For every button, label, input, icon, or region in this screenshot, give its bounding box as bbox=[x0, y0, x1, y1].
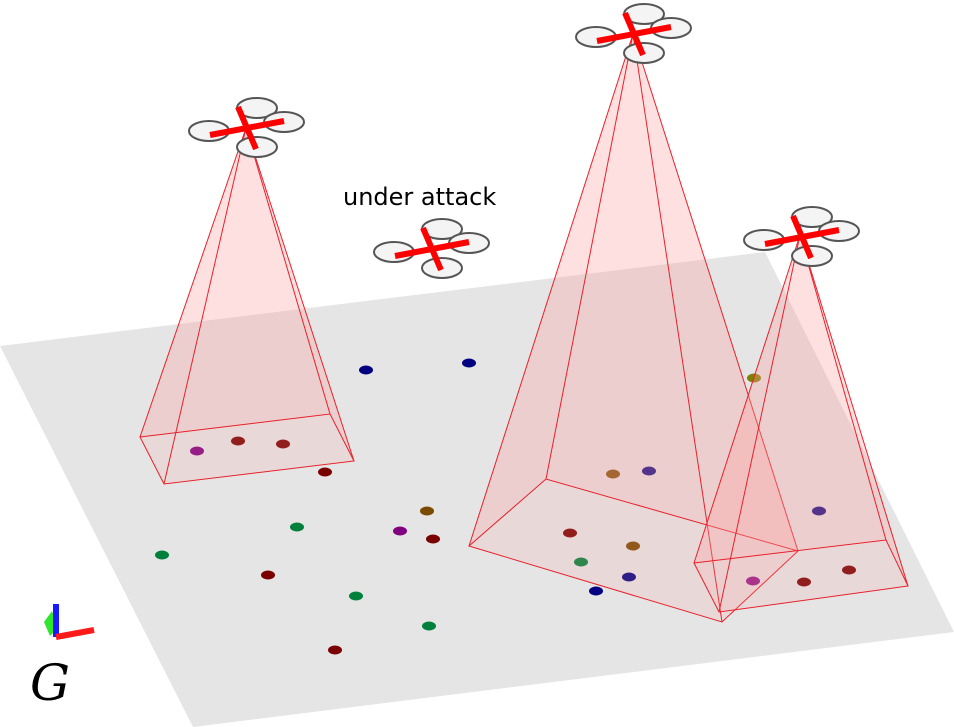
cone-edge bbox=[799, 234, 909, 587]
cone-edge bbox=[799, 234, 887, 541]
drone-arm bbox=[235, 105, 259, 151]
cone-face bbox=[140, 128, 246, 484]
cone-face bbox=[164, 128, 354, 484]
target-dot bbox=[190, 446, 204, 456]
cone-face bbox=[719, 235, 908, 612]
cone-face bbox=[469, 34, 722, 622]
cone-face bbox=[694, 235, 886, 563]
sensing-cone bbox=[467, 33, 799, 623]
x-axis-icon bbox=[55, 627, 95, 640]
drone-icon bbox=[575, 3, 692, 64]
target-dot bbox=[290, 522, 304, 532]
cone-edge bbox=[468, 33, 634, 547]
drone-arm bbox=[622, 11, 646, 57]
target-dot bbox=[349, 591, 363, 601]
cone-edge bbox=[632, 33, 799, 552]
cone-base bbox=[693, 539, 909, 613]
target-dot bbox=[797, 577, 811, 587]
cone-edge bbox=[545, 33, 634, 480]
target-dot bbox=[318, 467, 332, 477]
target-dot bbox=[812, 506, 826, 516]
targets-layer bbox=[155, 358, 856, 655]
cone-face bbox=[694, 235, 800, 612]
drone-icon bbox=[373, 218, 490, 279]
drone-icon bbox=[743, 206, 860, 267]
cone-edge bbox=[245, 127, 355, 462]
sensing-cone bbox=[139, 127, 355, 485]
drone-arm bbox=[420, 226, 444, 272]
ground-plane bbox=[0, 252, 954, 727]
cone-edge bbox=[693, 234, 801, 564]
target-dot bbox=[359, 365, 373, 375]
target-dot bbox=[328, 645, 342, 655]
cone-base bbox=[139, 413, 355, 485]
target-dot bbox=[589, 586, 603, 596]
cone-edge bbox=[139, 127, 247, 438]
cone-edge bbox=[245, 127, 331, 415]
sensing-cones-layer bbox=[139, 33, 909, 623]
target-dot bbox=[276, 439, 290, 449]
target-dot bbox=[746, 576, 760, 586]
target-dot bbox=[626, 541, 640, 551]
under-attack-label: under attack bbox=[343, 183, 496, 211]
target-dot bbox=[462, 358, 476, 368]
cone-face bbox=[140, 128, 330, 437]
target-dot bbox=[426, 534, 440, 544]
target-dot bbox=[574, 557, 588, 567]
cone-edge bbox=[163, 127, 247, 485]
target-dot bbox=[563, 528, 577, 538]
target-dot bbox=[842, 565, 856, 575]
target-dot bbox=[155, 550, 169, 560]
target-dot bbox=[622, 572, 636, 582]
cone-edge bbox=[718, 234, 801, 613]
target-dot bbox=[393, 526, 407, 536]
target-dot bbox=[231, 436, 245, 446]
reference-frame-axes bbox=[44, 604, 95, 640]
target-dot bbox=[420, 506, 434, 516]
target-dot bbox=[422, 621, 436, 631]
sensing-cone bbox=[693, 234, 909, 613]
target-dot bbox=[642, 466, 656, 476]
frame-label: G bbox=[30, 654, 70, 712]
drones-layer bbox=[188, 3, 860, 279]
cone-face bbox=[633, 34, 798, 622]
target-dot bbox=[606, 469, 620, 479]
drone-arm bbox=[790, 214, 814, 260]
cone-edge bbox=[632, 33, 723, 623]
drone-icon bbox=[188, 97, 305, 158]
target-dot bbox=[261, 570, 275, 580]
